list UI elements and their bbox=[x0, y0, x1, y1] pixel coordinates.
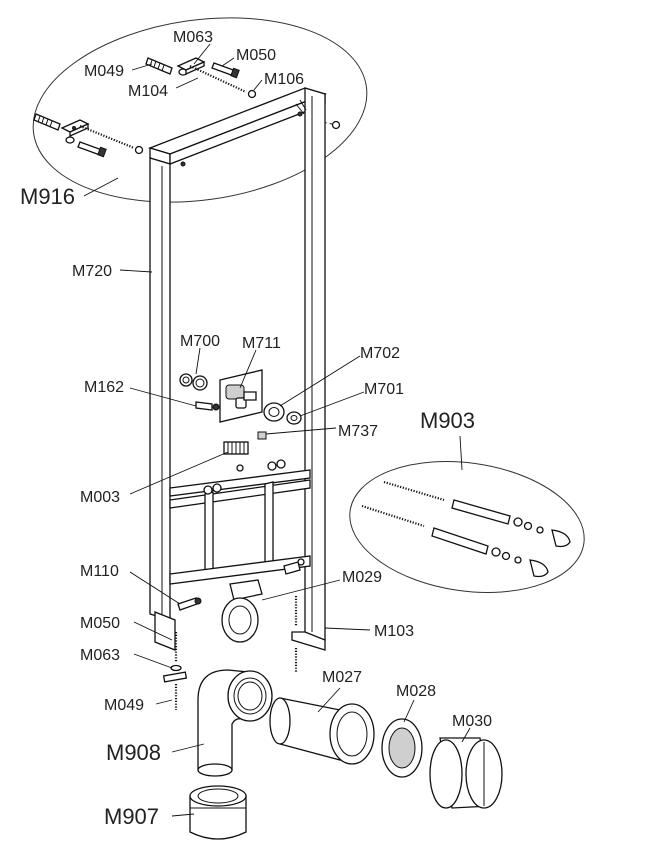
seal-ring-m702 bbox=[263, 402, 285, 422]
label-m903: M903 bbox=[420, 408, 475, 433]
label-m103: M103 bbox=[374, 623, 414, 640]
label-m720: M720 bbox=[72, 263, 112, 280]
label-m063-top: M063 bbox=[173, 29, 213, 46]
foot-left bbox=[154, 611, 176, 651]
seal-m028 bbox=[381, 718, 423, 778]
cap-upper-m903 bbox=[551, 529, 571, 548]
leader-lines bbox=[83, 43, 471, 817]
label-m162: M162 bbox=[84, 379, 124, 396]
label-m049-top: M049 bbox=[84, 63, 124, 80]
nut-upper bbox=[247, 89, 257, 99]
label-m916: M916 bbox=[20, 184, 75, 209]
nut-right bbox=[331, 120, 341, 130]
m903-group-outline bbox=[349, 461, 585, 593]
label-m104: M104 bbox=[128, 83, 168, 100]
threaded-rod-lower bbox=[79, 124, 135, 150]
label-m700: M700 bbox=[180, 333, 220, 350]
left-post bbox=[149, 157, 171, 621]
sleeve-upper-m903 bbox=[451, 499, 511, 525]
label-m027: M027 bbox=[322, 669, 362, 686]
connector-pipe-m027 bbox=[269, 697, 375, 765]
label-m701: M701 bbox=[364, 381, 404, 398]
m916-fixing-kit-group bbox=[32, 17, 368, 203]
label-m106: M106 bbox=[264, 71, 304, 88]
clip-m737 bbox=[257, 431, 267, 440]
drain-elbow-m029 bbox=[221, 579, 263, 643]
bolt-lower bbox=[77, 141, 107, 158]
foot-right bbox=[291, 631, 326, 651]
cap-m030 bbox=[429, 737, 503, 809]
pipe-collar-m907 bbox=[189, 785, 247, 840]
ring-m701 bbox=[286, 411, 302, 425]
sleeve-lower-m903 bbox=[431, 527, 489, 555]
rod-lower-m903 bbox=[361, 504, 425, 528]
screw-right-m103 bbox=[283, 561, 301, 672]
screw-stack-left bbox=[162, 632, 188, 710]
washer-lower bbox=[65, 136, 75, 144]
wall-plug-lower bbox=[33, 113, 61, 131]
bracket-plate-lower bbox=[60, 119, 90, 138]
bracket-plate-upper bbox=[176, 57, 206, 76]
label-m110: M110 bbox=[80, 563, 119, 580]
crossbar-bottom bbox=[169, 555, 311, 585]
drain-bend-m908 bbox=[197, 669, 273, 777]
ring-m700 bbox=[192, 375, 208, 391]
label-m030: M030 bbox=[452, 713, 492, 730]
mounting-frame bbox=[147, 87, 328, 651]
label-m003: M003 bbox=[80, 489, 120, 506]
label-m711: M711 bbox=[242, 335, 281, 352]
label-m737: M737 bbox=[338, 423, 378, 440]
screw-m162 bbox=[195, 401, 220, 411]
bracket-m003 bbox=[223, 441, 249, 455]
label-m702: M702 bbox=[360, 345, 400, 362]
label-m029: M029 bbox=[342, 569, 382, 586]
label-m908: M908 bbox=[106, 740, 161, 765]
m903-extension-kit-group bbox=[349, 461, 585, 593]
label-m050-top: M050 bbox=[236, 47, 276, 64]
bolt-m110 bbox=[177, 597, 202, 611]
rod-upper-m903 bbox=[383, 480, 445, 502]
cap-lower-m903 bbox=[529, 559, 549, 578]
wall-plug-upper bbox=[145, 57, 173, 75]
nut-lower-1 bbox=[134, 145, 144, 155]
label-m050-bottom: M050 bbox=[80, 615, 120, 632]
label-m049-bottom: M049 bbox=[104, 697, 144, 714]
bolt-upper bbox=[211, 62, 240, 79]
nut-m700 bbox=[179, 373, 193, 387]
label-m063-bottom: M063 bbox=[80, 647, 120, 664]
label-m028: M028 bbox=[396, 683, 436, 700]
valve-body bbox=[225, 384, 245, 400]
top-crossbar bbox=[147, 87, 328, 155]
label-m907: M907 bbox=[104, 804, 159, 829]
part-labels: M063 M050 M049 M104 M106 M916 M720 M700 … bbox=[20, 29, 492, 829]
m916-group-outline bbox=[32, 17, 368, 203]
threaded-rod-upper bbox=[189, 65, 247, 93]
